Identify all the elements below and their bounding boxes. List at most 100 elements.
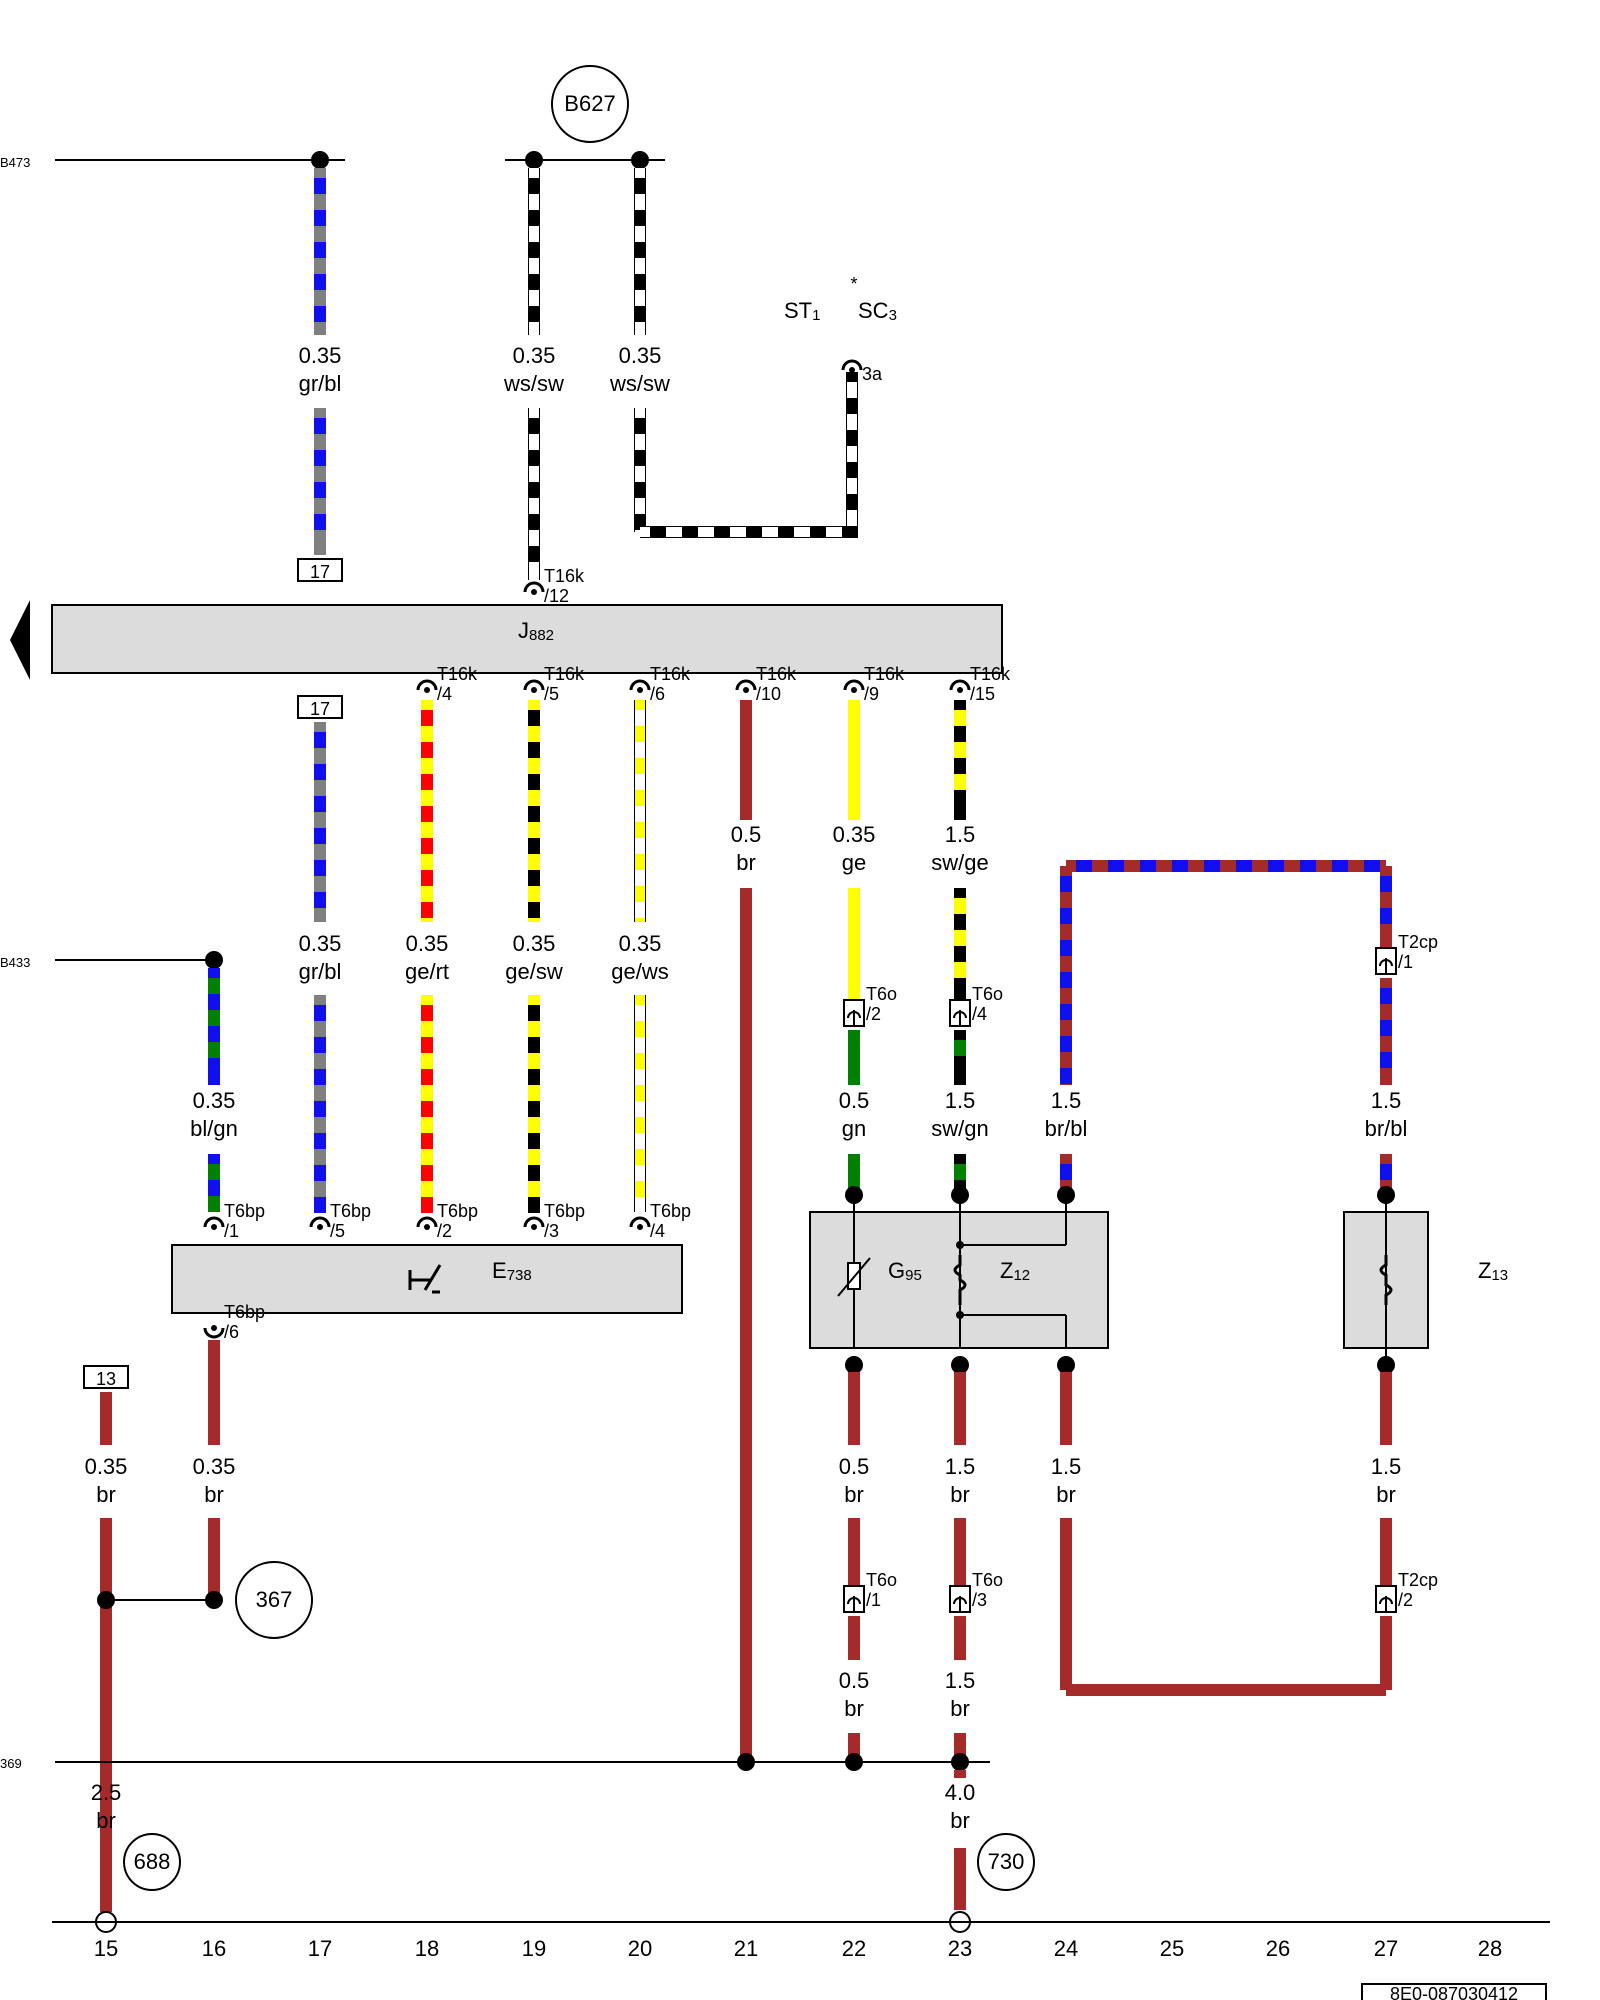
wire-brbl-horizontal-stripe [1140,860,1156,872]
wire-18-a-stripe [421,710,433,726]
wire-size-label: 0.35 [299,343,342,368]
wire-24-a-stripe [1060,1004,1072,1020]
wire-23-b-stripe [954,898,966,914]
wire-20-mid-stripe [634,418,646,434]
wire-size-label: 1.5 [1051,1088,1082,1113]
z12-node [956,1311,964,1319]
wire-27-b-stripe [1380,1052,1392,1068]
column-number-15: 15 [94,1936,118,1961]
wire-17-lower-a-stripe [314,892,326,908]
wire-size-label: 1.5 [945,1454,976,1479]
connector-code: T2cp [1398,1570,1438,1590]
temperature-sensor-arrow [837,1257,871,1297]
wire-17-lower-a-stripe [314,860,326,876]
connector-code: T16k [544,566,585,586]
wire-color-label: sw/gn [931,1116,988,1141]
connector-symbol [523,679,545,691]
wire-19-b-stripe [528,1069,540,1085]
column-number-24: 24 [1054,1936,1078,1961]
wire-sc3-vertical-stripe [847,478,857,494]
connector-pin-dot [531,1224,537,1230]
wire-20-a-stripe [635,742,645,758]
wire-24-a-stripe [1060,876,1072,892]
connector-symbol [949,679,971,691]
junction-b473 [311,151,329,169]
wire-24-a-stripe [1060,940,1072,956]
wire-size-label: 1.5 [945,1088,976,1113]
heated-seat-switch-icon [408,1264,442,1294]
wire-17-lower-b-stripe [314,1101,326,1117]
wire-color-label: br [950,1696,970,1721]
junction-21-ground [737,1753,755,1771]
wire-18-b-stripe [421,1197,433,1213]
wire-20-upper-stripe [634,306,646,322]
wire-20-horizontal-stripe [650,526,666,538]
wire-20-horizontal-stripe [778,526,794,538]
wire-17-lower-a-stripe [314,732,326,748]
wire-brbl-horizontal-stripe [1236,860,1252,872]
wire-24-a-stripe [1060,908,1072,924]
column-number-16: 16 [202,1936,226,1961]
wire-20-a-stripe [635,774,645,790]
junction-b627-a [525,151,543,169]
wire-sc3-vertical-stripe [847,446,857,462]
connector-code: T6bp [224,1302,265,1322]
wire-20-b-stripe [635,1069,645,1085]
junction-15 [97,1591,115,1609]
wire-19-upper-stripe [528,210,540,226]
wire-18-b-stripe [421,1101,433,1117]
wire-20-horizontal-stripe [714,526,730,538]
ref-circle-367 [235,1561,313,1639]
wire-17-lower-a-stripe [314,796,326,812]
wire-size-label: 0.35 [85,1454,128,1479]
wire-17-lower-b-stripe [314,1005,326,1021]
wire-18-b-stripe [421,1037,433,1053]
connector-pin: /1 [224,1221,239,1241]
wire-20-a-stripe [635,806,645,822]
wire-20-horizontal-stripe [682,526,698,538]
connector-symbol [309,1216,331,1228]
edge-ref-b473: B473 [0,155,30,170]
connector-code: T16k [970,664,1011,684]
column-number-25: 25 [1160,1936,1184,1961]
ref-circle-730 [977,1833,1035,1891]
wire-17-mid-stripe [314,482,326,498]
ref-circle-730-label: 730 [988,1849,1025,1874]
connector-code: T16k [650,664,691,684]
connector-pin: /5 [330,1221,345,1241]
connector-pin: /2 [1398,1590,1413,1610]
wire-20-upper-stripe [634,274,646,290]
wire-size-label: 0.5 [731,822,762,847]
wire-20-a-stripe [635,902,645,918]
wire-18-b-stripe [421,1005,433,1021]
label-j882: J882 [518,618,554,644]
wire-17-upper-stripe [314,242,326,258]
wire-19-a-stripe [528,774,540,790]
wire-24-b-stripe [1060,1164,1072,1180]
connector-pin-dot [211,1224,217,1230]
column-number-26: 26 [1266,1936,1290,1961]
ref-box-17-bottom-label: 17 [310,699,330,719]
column-number-21: 21 [734,1936,758,1961]
column-number-20: 20 [628,1936,652,1961]
junction-b433 [205,951,223,969]
wire-19-b-stripe [528,1165,540,1181]
connector-pin: 3a [862,364,883,384]
wire-27-b-stripe [1380,988,1392,1004]
wire-19-mid-stripe [528,418,540,434]
connector-pin: /2 [437,1221,452,1241]
connector-pin-dot [849,367,855,373]
component-j882[interactable] [51,604,1003,674]
connector-pin: /9 [864,684,879,704]
wire-23-b-stripe [954,930,966,946]
junction-bottom-2 [1057,1356,1075,1374]
drawing-number: 8E0-087030412 [1390,1984,1518,2000]
connector-symbol [203,1216,225,1228]
wire-20-b-stripe [635,1101,645,1117]
wire-17-lower-a-stripe [314,828,326,844]
wire-color-label: br [950,1808,970,1833]
wire-size-label: 4.0 [945,1780,976,1805]
column-number-19: 19 [522,1936,546,1961]
wire-size-label: 1.5 [1051,1454,1082,1479]
wire-color-label: br [1056,1482,1076,1507]
